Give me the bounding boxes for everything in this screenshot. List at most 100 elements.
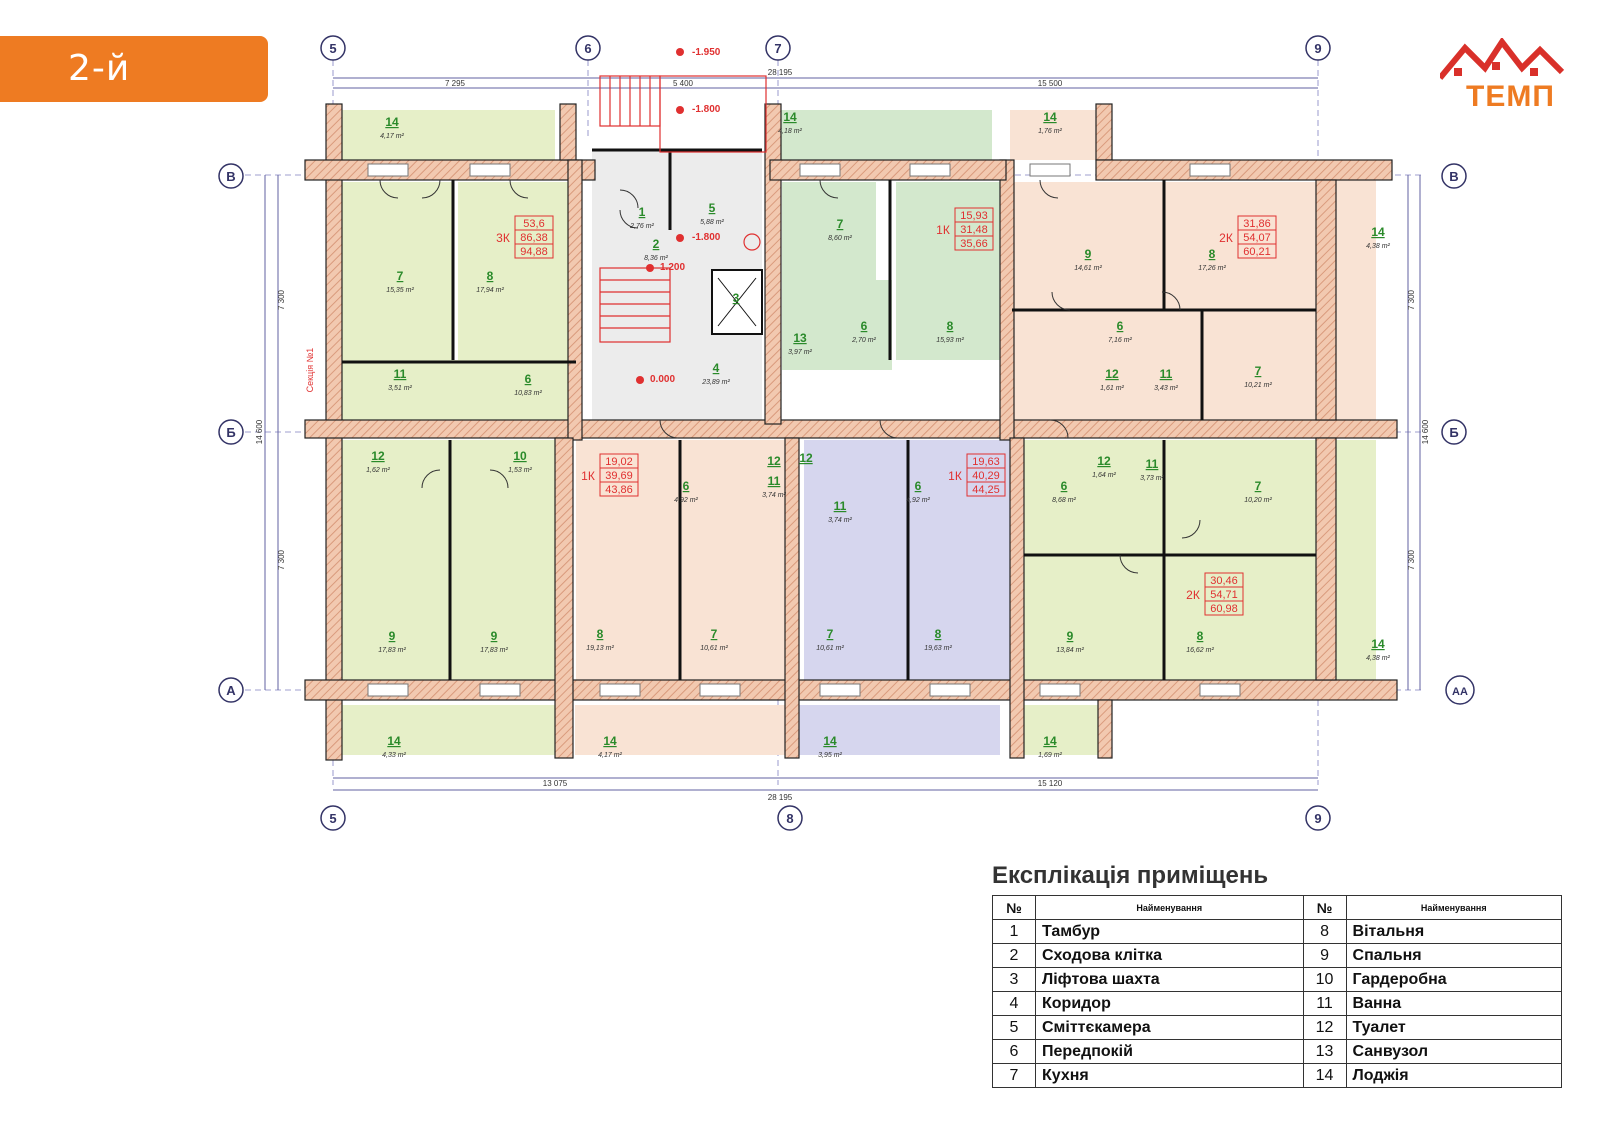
axis-marker: 9 [1305, 805, 1331, 831]
room-number: 8 [1209, 247, 1216, 261]
room-area: 10,83 m² [514, 390, 542, 397]
room-label: 144,38 m² [1366, 225, 1390, 250]
dim-right-total: 14 600 [1421, 419, 1430, 444]
legend-name: Передпокій [1035, 1039, 1304, 1064]
room-area: 17,94 m² [476, 287, 504, 294]
legend-name: Ванна [1345, 991, 1563, 1016]
room-number: 4 [713, 361, 720, 375]
room-label: 141,76 m² [1038, 110, 1062, 135]
axis-marker: 6 [575, 35, 601, 61]
level-mark: 1.200 [660, 262, 685, 273]
legend-number: 12 [1302, 1015, 1347, 1040]
room-number: 14 [823, 734, 837, 748]
room-label: 917,83 m² [480, 629, 508, 654]
apartment-area-living: 19,63 [972, 456, 1000, 468]
room-label: 12 [767, 454, 781, 468]
room-label: 8 19,13 m² [586, 627, 614, 652]
apartment-area-total: 39,69 [605, 470, 633, 482]
room-number: 7 [1255, 364, 1262, 378]
room-label: 917,83 m² [378, 629, 406, 654]
room-area: 4,17 m² [380, 133, 404, 140]
room-area: 14,61 m² [1074, 265, 1102, 272]
svg-text:9: 9 [1314, 811, 1321, 826]
room-area: 1,64 m² [1092, 472, 1116, 479]
apartment-type: 3К [496, 231, 510, 245]
room-area: 4,18 m² [778, 128, 802, 135]
door-swings [379, 179, 1201, 574]
axis-marker: АА [1445, 675, 1475, 705]
dim-top-right: 15 500 [1038, 79, 1063, 88]
axis-marker: Б [218, 419, 244, 445]
legend-name: Кухня [1035, 1063, 1304, 1088]
svg-text:9: 9 [1314, 41, 1321, 56]
entrance-badge: 2-й під'їзд [0, 36, 268, 155]
legend-number: 5 [992, 1015, 1036, 1040]
room-label: 67,16 m² [1108, 319, 1132, 344]
legend-title: Експлікація приміщень [992, 862, 1269, 889]
axis-marker: В [218, 163, 244, 189]
room-label: 121,62 m² [366, 449, 390, 474]
room-area: 4,38 m² [1366, 243, 1390, 250]
room-number: 6 [915, 479, 922, 493]
room-area: 3,97 m² [788, 349, 812, 356]
room-area: 10,61 m² [700, 645, 728, 652]
room-area: 7,16 m² [1108, 337, 1132, 344]
apartment-area-living: 31,86 [1243, 218, 1271, 230]
room-number: 7 [397, 269, 404, 283]
room-label: 710,61 m² [816, 627, 844, 652]
legend-number: 11 [1302, 991, 1347, 1016]
room-label: 143,95 m² [818, 734, 842, 759]
room-area: 16,62 m² [1186, 647, 1214, 654]
brand-logo: ТЕМП [1466, 80, 1555, 113]
room-number: 11 [834, 499, 847, 513]
level-mark-icons [636, 48, 684, 384]
legend-number: 3 [992, 967, 1036, 992]
dim-left-upper: 7 300 [277, 289, 286, 310]
room-label: 121,64 m² [1092, 454, 1116, 479]
room-number: 9 [1067, 629, 1074, 643]
legend-number: 8 [1302, 919, 1347, 944]
room-area: 8,68 m² [1052, 497, 1076, 504]
room-label: 610,83 m² [514, 372, 542, 397]
room-label: 819,63 m² [924, 627, 952, 652]
axis-marker: Б [1441, 419, 1467, 445]
svg-text:Б: Б [226, 425, 235, 440]
room-label: 7 15,35 m² [386, 269, 414, 294]
room-label: 144,18 m² [778, 110, 802, 135]
room-number: 5 [709, 201, 716, 215]
svg-text:АА: АА [1452, 686, 1468, 698]
svg-text:В: В [226, 169, 235, 184]
axis-marker: 9 [1305, 35, 1331, 61]
room-number: 10 [513, 449, 527, 463]
apartment-area-living: 53,6 [523, 218, 544, 230]
room-number: 7 [827, 627, 834, 641]
room-area: 19,13 m² [586, 645, 614, 652]
apartment-type: 2К [1186, 588, 1200, 602]
apartment-area-gross: 35,66 [960, 238, 988, 250]
legend-col-no: № [1302, 895, 1347, 920]
room-area: 4,92 m² [674, 497, 698, 504]
legend-name: Лоджія [1345, 1063, 1563, 1088]
room-number: 6 [1061, 479, 1068, 493]
room-area: 15,35 m² [386, 287, 414, 294]
apartment-type: 1К [948, 469, 962, 483]
legend-header-row: № Найменування № Найменування [992, 895, 1563, 920]
legend-number: 2 [992, 943, 1036, 968]
room-number: 8 [597, 627, 604, 641]
partitions [342, 148, 1316, 680]
room-label: 62,70 m² [851, 319, 876, 344]
room-number: 12 [767, 454, 781, 468]
svg-text:7: 7 [774, 41, 781, 56]
roof-logo-icon [1440, 38, 1565, 80]
room-number: 14 [1043, 734, 1057, 748]
room-area: 1,61 m² [1100, 385, 1124, 392]
legend-number: 4 [992, 991, 1036, 1016]
room-area: 2,76 m² [629, 223, 654, 230]
